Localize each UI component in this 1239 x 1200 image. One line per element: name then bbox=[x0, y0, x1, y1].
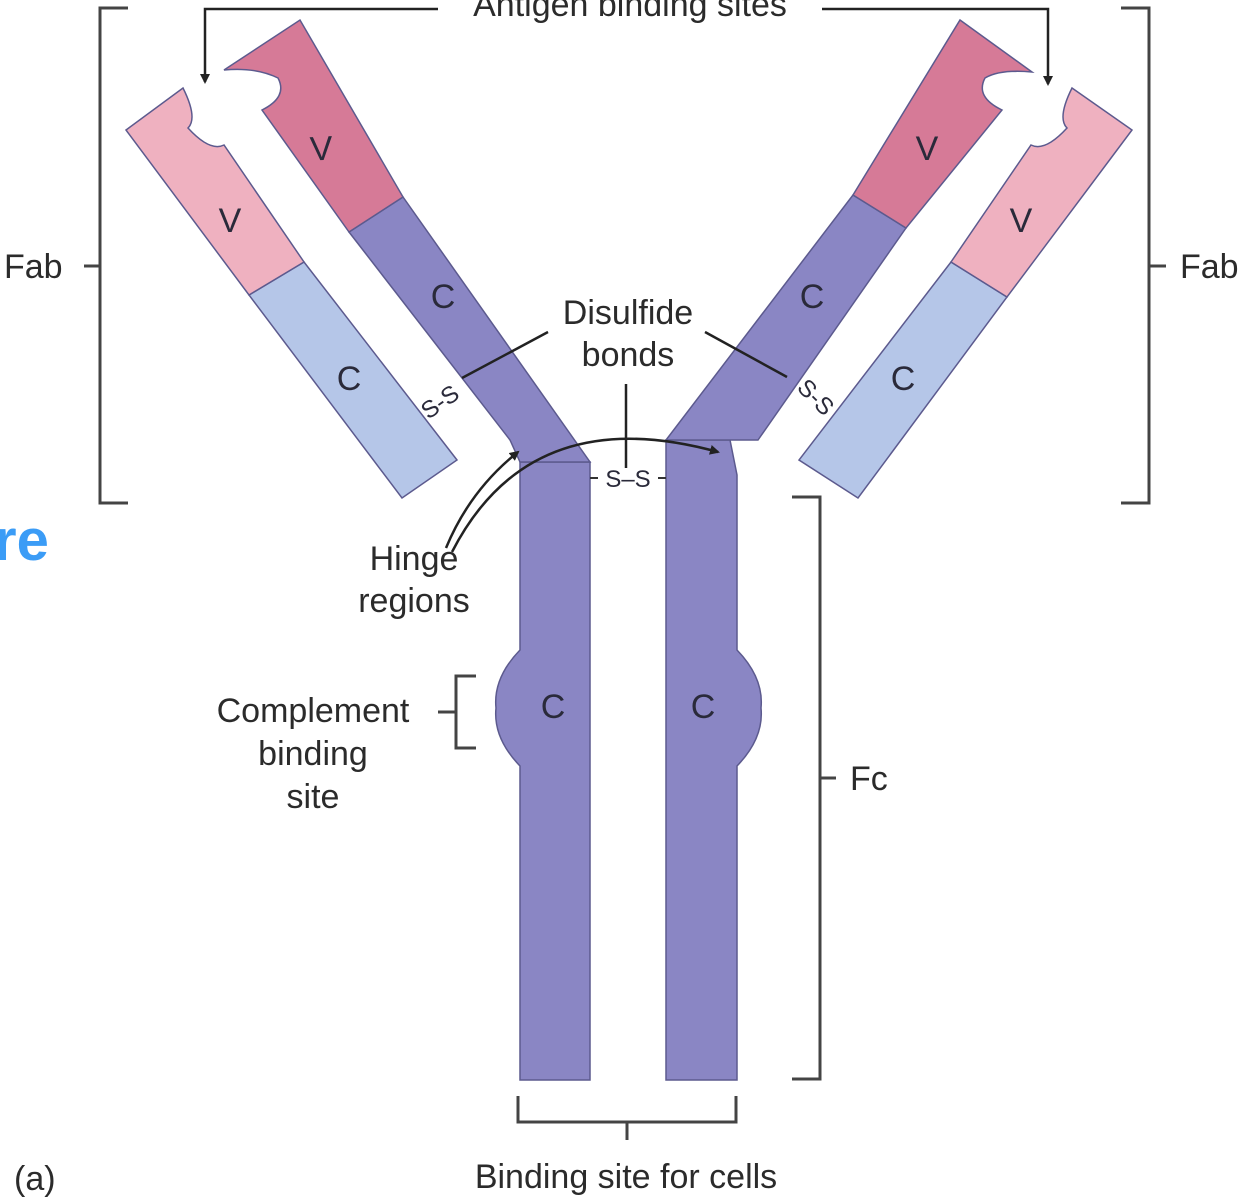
right-light-constant-label: C bbox=[891, 360, 916, 398]
fc-label: Fc bbox=[850, 760, 888, 798]
hinge-label-line2: regions bbox=[358, 582, 470, 620]
heavy-chain-left-arm bbox=[223, 18, 592, 463]
complement-label-line3: site bbox=[287, 778, 340, 816]
heavy-chain-right-stem bbox=[665, 439, 763, 1081]
heavy-chain-right-arm bbox=[664, 18, 1035, 441]
hinge-arrows bbox=[444, 437, 720, 553]
antigen-binding-sites-label: Antigen binding sites bbox=[473, 0, 787, 24]
hinge-label-line1: Hinge bbox=[370, 540, 459, 578]
complement-label-line1: Complement bbox=[217, 692, 410, 730]
right-heavy-variable-label: V bbox=[916, 130, 939, 168]
heavy-chain-left-stem bbox=[494, 461, 591, 1081]
left-light-constant-label: C bbox=[337, 360, 362, 398]
center-disulfide-bond: S–S bbox=[605, 466, 650, 493]
fab-right-bracket bbox=[1121, 6, 1166, 505]
disulfide-leader-lines bbox=[461, 330, 788, 468]
right-stem-constant-label: C bbox=[691, 688, 716, 726]
disulfide-label-line1: Disulfide bbox=[563, 294, 693, 332]
left-stem-constant-label: C bbox=[541, 688, 566, 726]
left-heavy-constant-label: C bbox=[431, 278, 456, 316]
binding-site-for-cells-label: Binding site for cells bbox=[475, 1158, 777, 1196]
disulfide-label-line2: bonds bbox=[582, 336, 675, 374]
left-light-variable-label: V bbox=[219, 202, 242, 240]
fab-left-bracket bbox=[84, 6, 128, 505]
complement-label-line2: binding bbox=[258, 735, 368, 773]
light-chain-left bbox=[124, 86, 459, 500]
right-light-variable-label: V bbox=[1010, 202, 1033, 240]
fc-bracket bbox=[792, 495, 836, 1081]
antigen-binding-arrows bbox=[200, 7, 1053, 86]
cells-binding-bracket bbox=[516, 1096, 738, 1140]
right-heavy-constant-label: C bbox=[800, 278, 825, 316]
side-partial-text: re bbox=[0, 508, 49, 573]
complement-bracket bbox=[438, 674, 476, 750]
panel-label: (a) bbox=[14, 1160, 56, 1198]
light-chain-right bbox=[797, 86, 1134, 500]
fab-left-label: Fab bbox=[4, 248, 63, 286]
left-heavy-variable-label: V bbox=[309, 129, 334, 168]
fab-right-label: Fab bbox=[1180, 248, 1239, 286]
